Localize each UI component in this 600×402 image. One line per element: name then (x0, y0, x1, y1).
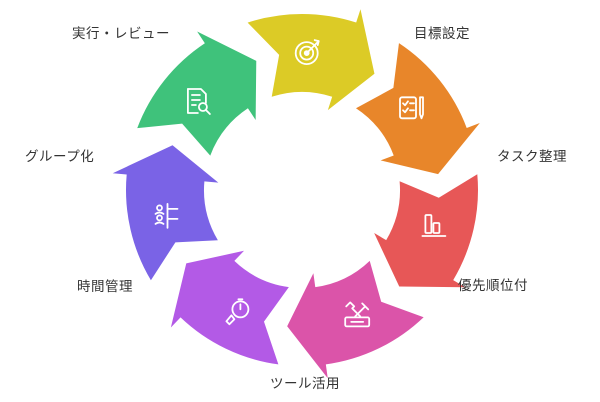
cycle-segment-task-organizing (355, 43, 480, 175)
bar-chart-icon (421, 214, 447, 237)
step-label-tool-usage: ツール活用 (270, 376, 340, 392)
step-label-task-organizing: タスク整理 (497, 149, 567, 165)
cycle-segment-grouping (112, 145, 219, 281)
step-label-execute-review: 実行・レビュー (72, 26, 170, 42)
cycle-segment-goal-setting (247, 9, 375, 111)
cycle-segment-tool-usage (287, 260, 424, 379)
step-label-time-management: 時間管理 (77, 279, 133, 295)
cycle-segment-time-management (170, 250, 289, 365)
tools-icon (344, 301, 371, 328)
document-search-icon (186, 88, 211, 115)
group-people-icon (154, 202, 179, 229)
cycle-segment-execute-review (137, 31, 257, 156)
checklist-pen-icon (399, 96, 424, 120)
stopwatch-hand-icon (225, 298, 250, 326)
step-label-goal-setting: 目標設定 (414, 26, 470, 42)
step-label-prioritizing: 優先順位付 (458, 278, 528, 294)
target-icon (294, 39, 320, 65)
step-label-grouping: グループ化 (25, 149, 95, 165)
